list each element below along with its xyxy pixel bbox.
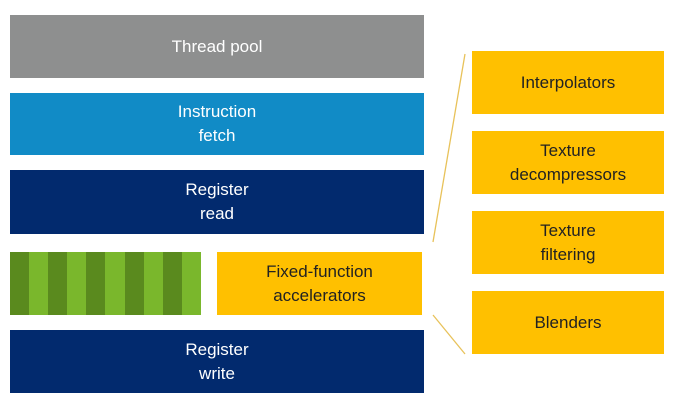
texture-filtering-block: Texture filtering xyxy=(472,211,664,274)
callout-line-bottom xyxy=(432,314,466,355)
execution-stripe xyxy=(105,252,125,315)
execution-stripe xyxy=(162,252,182,315)
execution-stripe xyxy=(124,252,144,315)
execution-stripe xyxy=(181,252,201,315)
execution-stripe xyxy=(48,252,68,315)
execution-stripe xyxy=(10,252,30,315)
execution-units-stripes xyxy=(10,252,201,315)
texture-decompressors-block: Texture decompressors xyxy=(472,131,664,194)
interpolators-block: Interpolators xyxy=(472,51,664,114)
callout-line-top xyxy=(432,53,466,243)
execution-stripe xyxy=(29,252,49,315)
blenders-block: Blenders xyxy=(472,291,664,354)
instruction-fetch-block: Instruction fetch xyxy=(10,93,424,155)
fixed-function-accelerators-block: Fixed-function accelerators xyxy=(217,252,422,315)
register-read-block: Register read xyxy=(10,170,424,234)
execution-stripe xyxy=(86,252,106,315)
thread-pool-block: Thread pool xyxy=(10,15,424,78)
execution-stripe xyxy=(67,252,87,315)
execution-stripe xyxy=(143,252,163,315)
register-write-block: Register write xyxy=(10,330,424,393)
